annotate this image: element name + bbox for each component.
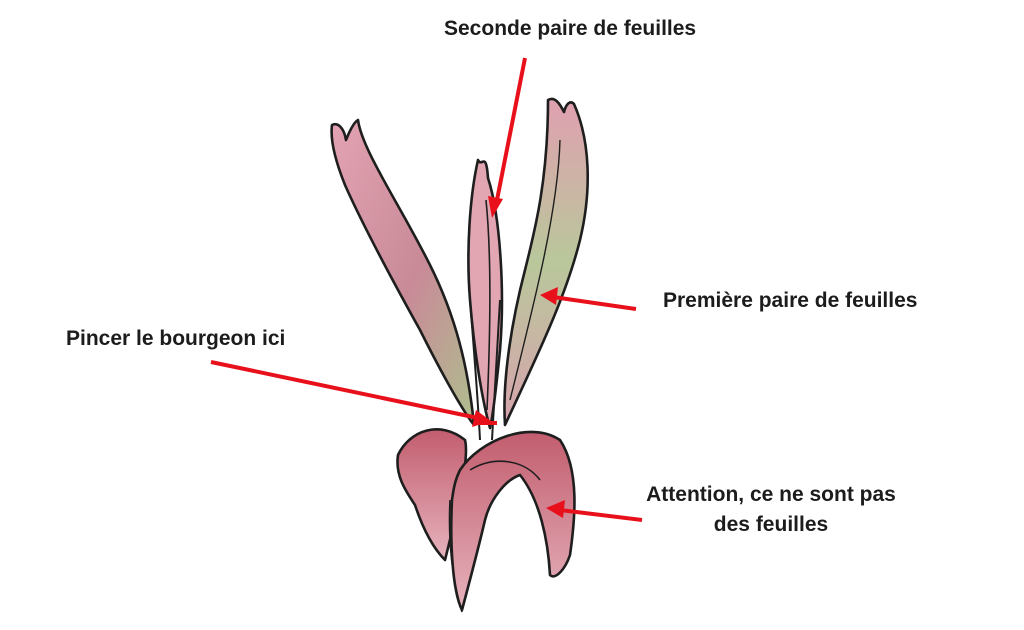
label-warning: Attention, ce ne sont pas des feuilles bbox=[626, 480, 916, 540]
label-first-pair: Première paire de feuilles bbox=[663, 289, 918, 312]
label-second-pair: Seconde paire de feuilles bbox=[444, 17, 697, 40]
arrow-warning bbox=[546, 500, 643, 522]
stem bbox=[469, 299, 501, 441]
bracts bbox=[396, 428, 576, 613]
label-warning-line2: des feuilles bbox=[713, 513, 829, 536]
label-pinch: Pincer le bourgeon ici bbox=[66, 327, 286, 350]
first-pair-left-leaf bbox=[330, 118, 476, 427]
arrow-pinch bbox=[210, 360, 497, 427]
label-warning-line1: Attention, ce ne sont pas bbox=[646, 483, 896, 506]
arrow-second-pair bbox=[488, 57, 527, 218]
first-pair-right-leaf bbox=[503, 97, 590, 427]
arrow-first-pair bbox=[540, 287, 637, 311]
